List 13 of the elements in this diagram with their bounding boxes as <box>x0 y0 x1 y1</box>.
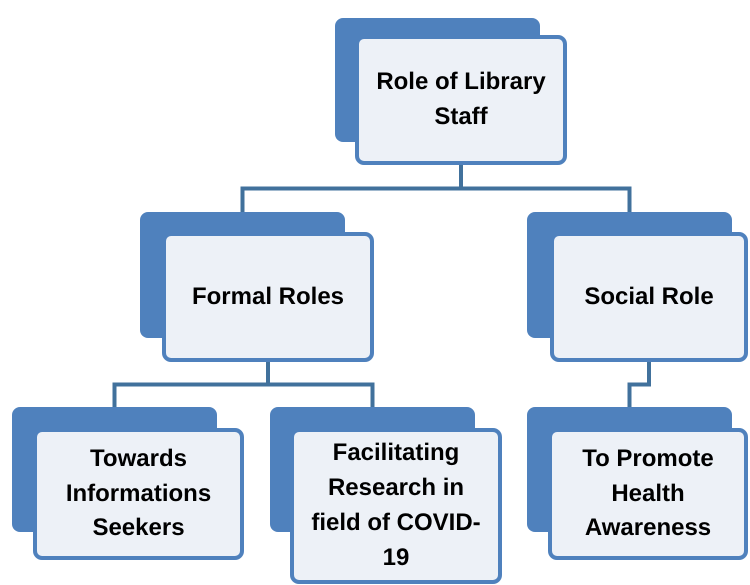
role-card <box>335 18 567 165</box>
role-label: Role of Library Staff <box>375 67 547 132</box>
role-label: Towards Informations Seekers <box>64 444 212 544</box>
role-card <box>527 407 748 560</box>
role-label: To Promote Health Awareness <box>581 444 715 544</box>
role-card <box>527 212 748 362</box>
role-label: Facilitating Research in field of COVID-19 <box>310 438 482 573</box>
role-card <box>140 212 374 362</box>
connector-line <box>628 362 651 407</box>
role-card <box>12 407 244 560</box>
role-card <box>270 407 502 584</box>
role-label: Formal Roles <box>192 282 344 312</box>
role-label: Social Role <box>584 282 714 312</box>
